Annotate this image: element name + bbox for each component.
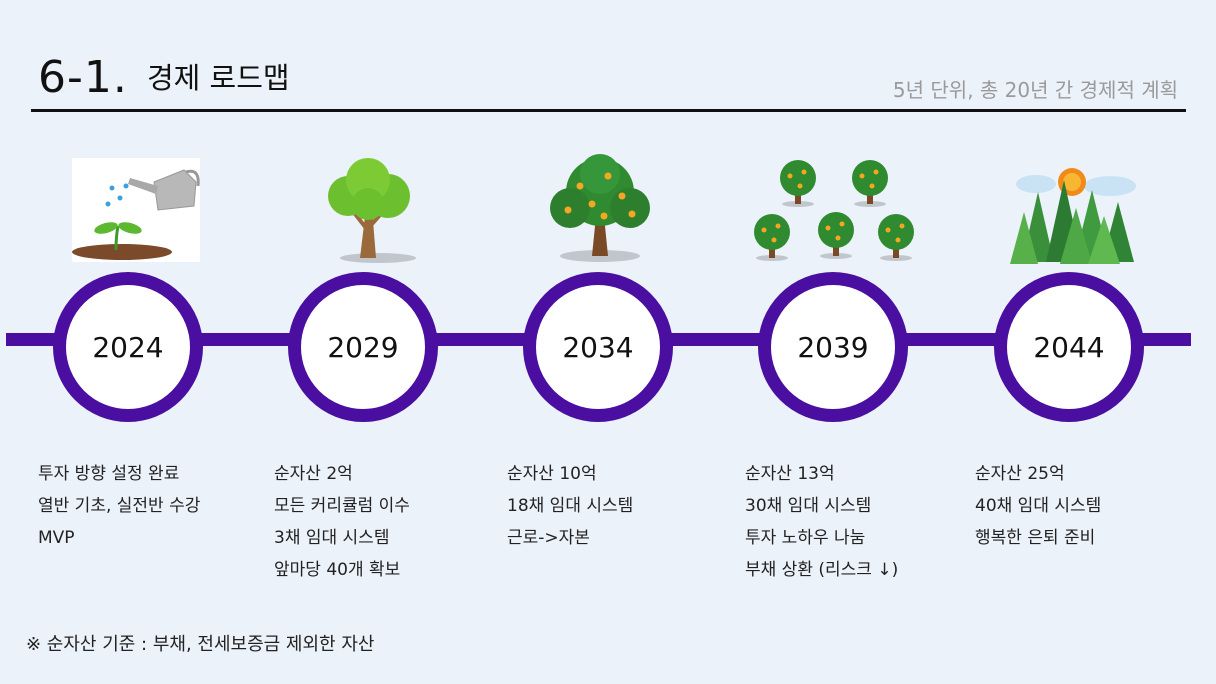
description-line: 3채 임대 시스템 <box>274 528 390 548</box>
fruit-tree-icon <box>550 154 650 262</box>
milestone-2034-description: 순자산 10억 18채 임대 시스템 근로->자본 <box>507 458 633 554</box>
milestone-year: 2024 <box>92 330 164 364</box>
forest-sunrise-icon <box>1010 168 1136 264</box>
milestone-year: 2029 <box>327 330 399 364</box>
description-line: 열반 기초, 실전반 수강 <box>38 496 201 516</box>
description-line: 앞마당 40개 확보 <box>274 560 401 580</box>
description-line: 40채 임대 시스템 <box>975 496 1102 516</box>
description-line: 투자 방향 설정 완료 <box>38 464 180 484</box>
footnote: ※ 순자산 기준 : 부채, 전세보증금 제외한 자산 <box>26 634 375 655</box>
sprout-watering-can-icon <box>72 158 200 262</box>
milestone-year: 2044 <box>1033 330 1105 364</box>
page-title: 6-1. 경제 로드맵 <box>38 52 290 103</box>
description-line: 모든 커리큘럼 이수 <box>274 496 410 516</box>
milestone-2044-circle: 2044 <box>994 272 1144 422</box>
description-line: 행복한 은퇴 준비 <box>975 528 1096 548</box>
milestone-2039-description: 순자산 13억 30채 임대 시스템 투자 노하우 나눔 부채 상환 (리스크 … <box>745 458 898 586</box>
description-line: 부채 상환 (리스크 ↓) <box>745 560 899 580</box>
orchard-icon <box>754 160 914 261</box>
description-line: 순자산 25억 <box>975 464 1065 484</box>
description-line: 순자산 10억 <box>507 464 597 484</box>
description-line: MVP <box>38 528 75 548</box>
milestone-2044-description: 순자산 25억 40채 임대 시스템 행복한 은퇴 준비 <box>975 458 1101 554</box>
description-line: 순자산 13억 <box>745 464 835 484</box>
page-subtitle: 5년 단위, 총 20년 간 경제적 계획 <box>892 78 1178 102</box>
section-title: 경제 로드맵 <box>146 61 290 95</box>
description-line: 30채 임대 시스템 <box>745 496 872 516</box>
milestone-2034-circle: 2034 <box>523 272 673 422</box>
description-line: 18채 임대 시스템 <box>507 496 634 516</box>
milestone-2029-circle: 2029 <box>288 272 438 422</box>
milestone-2039-circle: 2039 <box>758 272 908 422</box>
milestone-2024-circle: 2024 <box>53 272 203 422</box>
milestone-year: 2039 <box>797 330 869 364</box>
title-underline <box>31 109 1186 112</box>
section-number: 6-1. <box>38 52 128 103</box>
description-line: 투자 노하우 나눔 <box>745 528 866 548</box>
young-tree-icon <box>328 158 416 263</box>
description-line: 근로->자본 <box>507 528 590 548</box>
milestone-2024-description: 투자 방향 설정 완료 열반 기초, 실전반 수강 MVP <box>38 458 200 554</box>
description-line: 순자산 2억 <box>274 464 353 484</box>
milestone-year: 2034 <box>562 330 634 364</box>
milestone-2029-description: 순자산 2억 모든 커리큘럼 이수 3채 임대 시스템 앞마당 40개 확보 <box>274 458 410 586</box>
